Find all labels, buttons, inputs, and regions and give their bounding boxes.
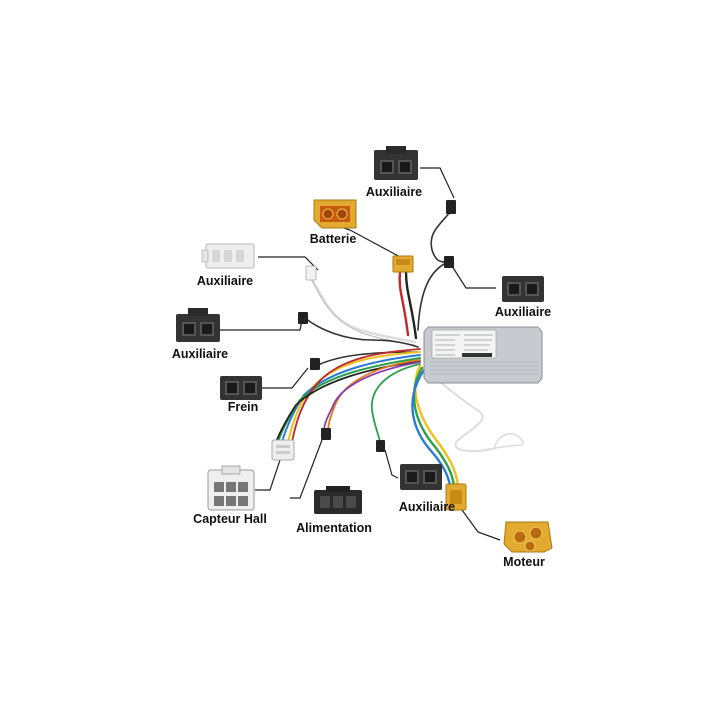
plug-aux-left xyxy=(298,312,308,324)
connector-alimentation xyxy=(314,486,362,514)
controller-box xyxy=(423,326,543,384)
connector-frein xyxy=(220,376,262,400)
connector-aux-left xyxy=(176,308,220,342)
plug-alimentation xyxy=(321,428,331,440)
label-aux-top: Auxiliaire xyxy=(365,185,423,199)
connector-aux-top xyxy=(374,146,418,180)
connector-batterie xyxy=(313,199,357,229)
plug-aux-right xyxy=(444,256,454,268)
leader-lines xyxy=(220,167,501,541)
label-alimentation: Alimentation xyxy=(296,521,372,535)
label-aux-left: Auxiliaire xyxy=(171,347,229,361)
label-moteur: Moteur xyxy=(503,555,545,569)
plug-capteur-hall xyxy=(271,439,295,461)
label-aux-right: Auxiliaire xyxy=(494,305,552,319)
label-aux-bottom: Auxiliaire xyxy=(398,500,456,514)
plug-frein xyxy=(310,358,320,370)
label-batterie: Batterie xyxy=(309,232,357,246)
connector-aux-right xyxy=(502,276,544,302)
connector-moteur xyxy=(503,521,553,553)
connector-aux-bottom xyxy=(400,464,442,490)
label-capteur-hall: Capteur Hall xyxy=(193,512,267,526)
plug-aux-top xyxy=(446,200,456,214)
label-frein: Frein xyxy=(227,400,259,414)
label-aux-white: Auxiliaire xyxy=(196,274,254,288)
connector-aux-white xyxy=(201,243,255,269)
plug-moteur xyxy=(445,483,467,511)
plug-aux-bottom xyxy=(376,440,385,452)
connector-batterie-mate xyxy=(392,255,414,273)
plug-aux-white xyxy=(305,265,317,281)
wire-harness xyxy=(275,211,524,487)
connector-capteur-hall xyxy=(207,465,255,511)
